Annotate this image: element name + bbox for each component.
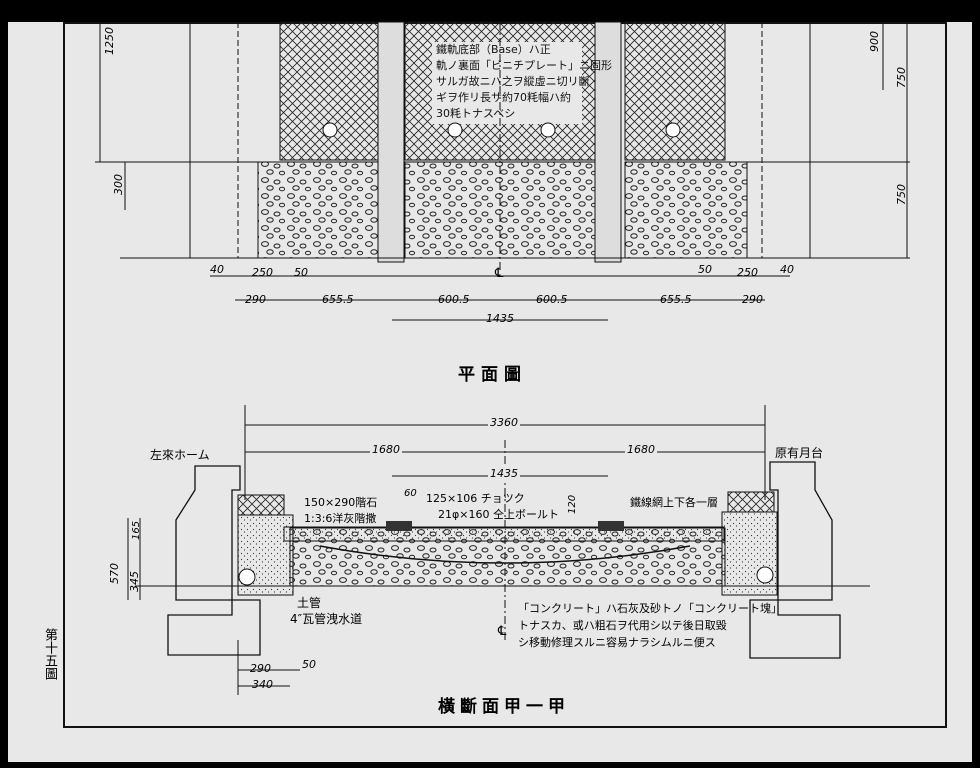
right-platform-wall: [749, 461, 841, 659]
plan-bolt: [447, 122, 463, 138]
left-platform-wall: [167, 465, 261, 656]
plan-hatched-area-left: [279, 21, 381, 161]
left-curb-stone: [237, 494, 285, 516]
concrete-slab-curve: [319, 545, 691, 564]
plan-hatched-area-right: [624, 21, 726, 161]
rail-section-right: [598, 521, 624, 531]
rail-section-left: [386, 521, 412, 531]
plan-view: [95, 21, 910, 321]
plan-bolt: [322, 122, 338, 138]
plan-bolt: [540, 122, 556, 138]
right-drain-pipe: [756, 566, 774, 584]
right-curb-stone: [727, 491, 775, 513]
plan-ballast-left: [257, 161, 381, 259]
plan-note-box: [432, 42, 582, 124]
mortar-top-layer: [283, 526, 725, 542]
plan-rail-right: [594, 21, 622, 263]
plan-bolt: [665, 122, 681, 138]
plan-rail-left: [377, 21, 405, 263]
plan-ballast-right: [624, 161, 748, 259]
section-view: [127, 405, 870, 695]
left-drain-pipe: [238, 568, 256, 586]
